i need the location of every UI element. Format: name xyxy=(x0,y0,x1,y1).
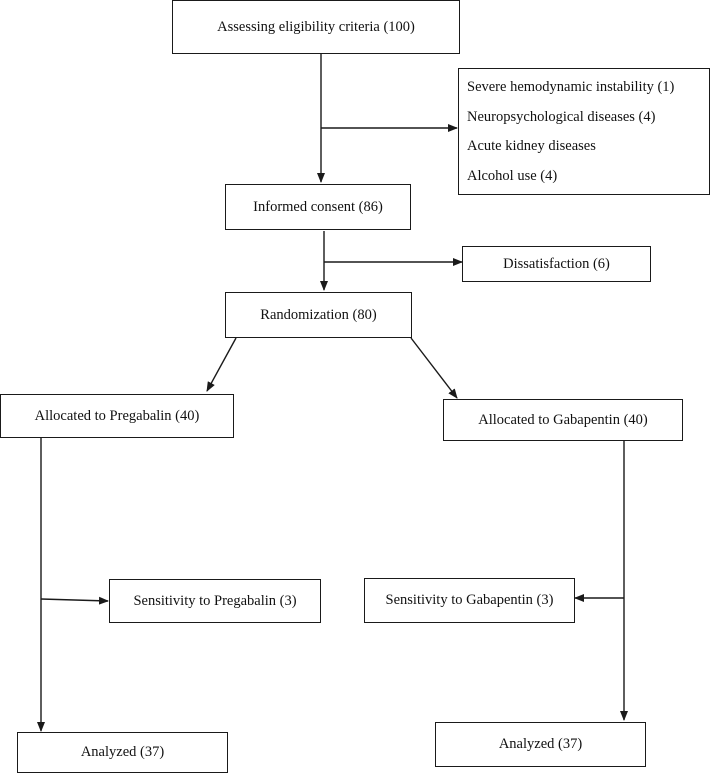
arrow-to-pregabalin-sensitivity xyxy=(40,596,109,605)
gabapentin-analyzed-label: Analyzed (37) xyxy=(498,736,583,752)
gabapentin-allocation-label: Allocated to Gabapentin (40) xyxy=(478,411,648,428)
eligibility-box: Assessing eligibility criteria (100) xyxy=(172,0,460,54)
arrow-randomization-to-gabapentin xyxy=(410,337,458,399)
gabapentin-allocation-box: Allocated to Gabapentin (40) xyxy=(443,399,683,441)
pregabalin-allocation-label: Allocated to Pregabalin (40) xyxy=(34,407,200,424)
exclusion-item: Alcohol use (4) xyxy=(467,167,558,184)
randomization-box: Randomization (80) xyxy=(225,292,412,338)
pregabalin-analyzed-label: Analyzed (37) xyxy=(80,744,165,760)
exclusion-item: Severe hemodynamic instability (1) xyxy=(467,79,675,95)
informed-consent-box: Informed consent (86) xyxy=(225,184,411,230)
gabapentin-analyzed-box: Analyzed (37) xyxy=(435,722,646,767)
informed-consent-label: Informed consent (86) xyxy=(253,198,383,215)
exclusion-criteria-box: Severe hemodynamic instability (1) Neuro… xyxy=(458,68,710,195)
gabapentin-sensitivity-box: Sensitivity to Gabapentin (3) xyxy=(364,578,575,623)
eligibility-label: Assessing eligibility criteria (100) xyxy=(217,18,415,35)
pregabalin-analyzed-box: Analyzed (37) xyxy=(17,732,228,773)
exclusion-item: Acute kidney diseases xyxy=(467,138,596,154)
pregabalin-allocation-box: Allocated to Pregabalin (40) xyxy=(0,394,234,438)
randomization-label: Randomization (80) xyxy=(260,306,377,323)
exclusion-item: Neuropsychological diseases (4) xyxy=(467,108,656,125)
gabapentin-sensitivity-label: Sensitivity to Gabapentin (3) xyxy=(385,592,554,608)
arrow-randomization-to-pregabalin xyxy=(206,337,237,392)
dissatisfaction-box: Dissatisfaction (6) xyxy=(462,246,651,282)
dissatisfaction-label: Dissatisfaction (6) xyxy=(503,255,610,272)
pregabalin-sensitivity-label: Sensitivity to Pregabalin (3) xyxy=(133,592,297,609)
pregabalin-sensitivity-box: Sensitivity to Pregabalin (3) xyxy=(109,579,321,623)
